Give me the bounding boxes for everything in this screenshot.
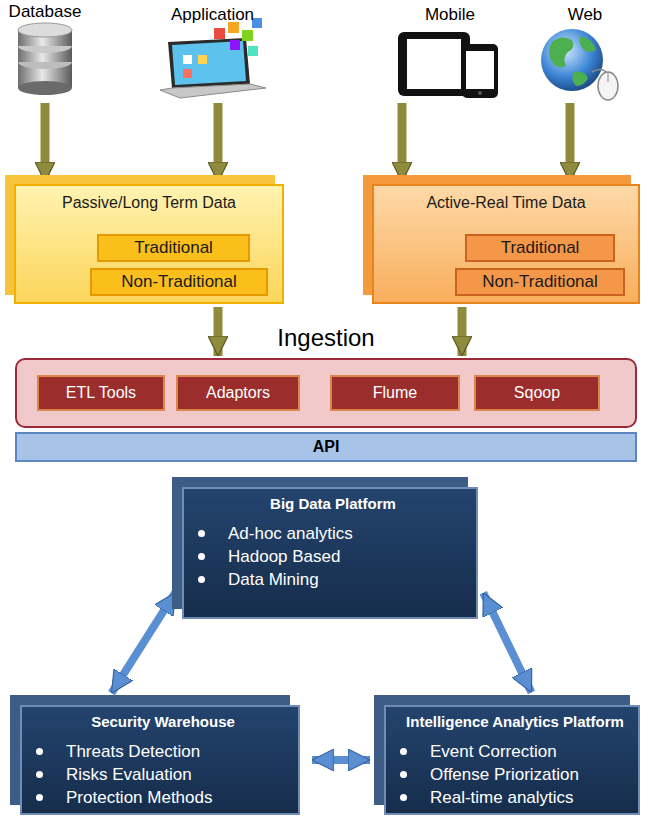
node-label: Non-Traditional [121,272,237,292]
platform-title: Big Data Platform [198,495,468,512]
source-label: Mobile [425,5,475,25]
source-icon: Application [150,5,275,100]
platform-item: Ad-hoc analytics [228,522,353,545]
flow-arrow [458,307,467,356]
source-label: Web [568,5,603,25]
database-icon [18,23,72,95]
platform-item: Data Mining [228,568,319,591]
platform-item: Offense Priorization [430,763,579,786]
api-bar: API [15,432,637,462]
web-icon [541,29,618,100]
exchange-arrow [312,756,370,764]
exchange-arrow [111,592,175,693]
data-type-box: Non-Traditional [90,268,268,296]
node-label: Sqoop [514,384,560,402]
data-box: Active-Real Time DataTraditionalNon-Trad… [372,184,640,304]
platform-title: Intelligence Analytics Platform [400,713,630,730]
flow-arrow [214,103,223,182]
node-label: Traditional [501,238,580,258]
platform-item: Threats Detection [66,740,200,763]
node-label: Adaptors [206,384,270,402]
data-type-box: Non-Traditional [455,268,625,296]
source-label: Database [9,2,82,22]
node-label: Passive/Long Term Data [62,194,236,212]
platform-item: Protection Methods [66,786,212,809]
flow-arrow [41,103,50,182]
node-label: Ingestion [17,324,635,352]
platform-box: Security WarehouseThreats DetectionRisks… [20,705,300,815]
ingestion-tool: Flume [330,375,460,411]
node-label: Flume [373,384,417,402]
data-box: Passive/Long Term DataTraditionalNon-Tra… [14,184,284,304]
platform-item: Risks Evaluation [66,763,192,786]
node-label: ETL Tools [66,384,136,402]
source-icon: Database [0,2,90,100]
exchange-arrow [483,593,531,693]
ingestion-tool: Sqoop [474,375,600,411]
platform-item: Real-time analytics [430,786,574,809]
platform-item: Hadoop Based [228,545,340,568]
ingestion-tool: ETL Tools [37,375,165,411]
flow-arrow [566,103,575,182]
ingestion-tool: Adaptors [176,375,300,411]
node-label: API [313,438,340,456]
platform-item: Event Correction [430,740,557,763]
application-icon [160,18,266,98]
platform-title: Security Warehouse [36,713,290,730]
source-label: Application [171,5,254,25]
flow-arrow [214,307,223,356]
node-label: Active-Real Time Data [426,194,585,212]
flow-arrow [398,103,407,182]
node-label: Non-Traditional [482,272,598,292]
mobile-icon [398,32,498,98]
source-icon: Web [540,5,630,100]
platform-box: Big Data PlatformAd-hoc analyticsHadoop … [182,487,478,619]
data-type-box: Traditional [465,234,615,262]
platform-box: Intelligence Analytics PlatformEvent Cor… [384,705,640,815]
source-icons [0,0,649,120]
source-icon: Mobile [395,5,505,100]
ingestion-band: IngestionETL ToolsAdaptorsFlumeSqoop [15,358,637,428]
node-label: Traditional [134,238,213,258]
data-type-box: Traditional [97,234,250,262]
